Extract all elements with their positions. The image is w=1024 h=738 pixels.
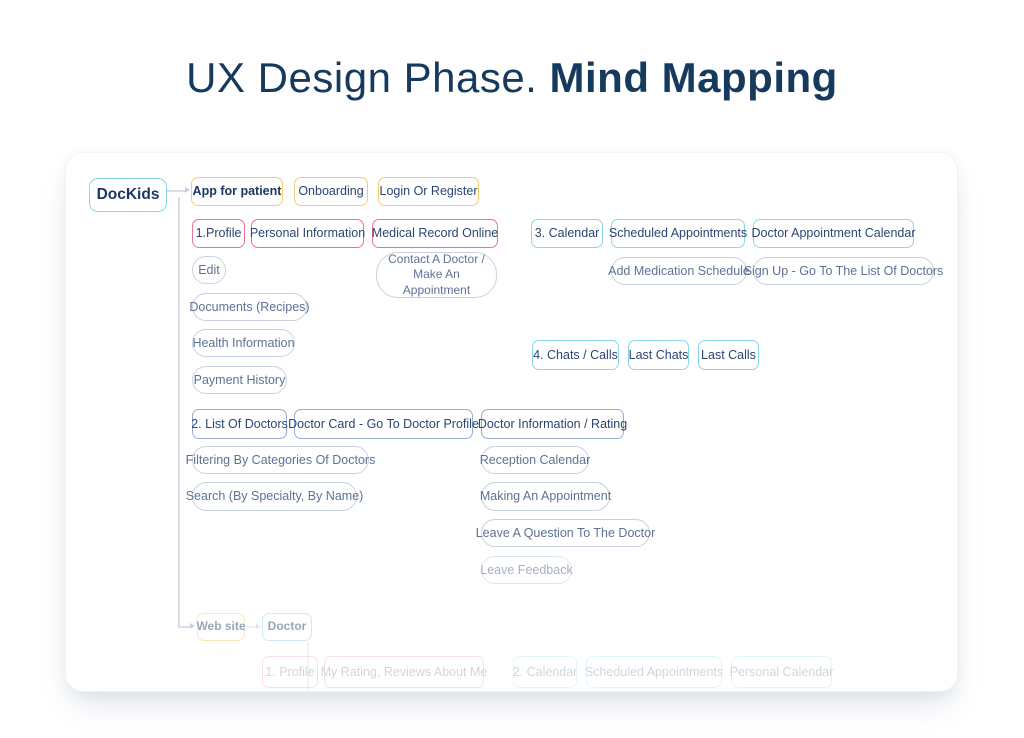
mindmap-node-doctor-appointment-calendar: Doctor Appointment Calendar: [752, 219, 916, 248]
mindmap-node-making-an-appointment: Making An Appointment: [480, 482, 611, 511]
mindmap-node-app-for-patient: App for patient: [191, 177, 283, 206]
arrowhead-website-to-doctor: [256, 623, 261, 629]
mindmap-node-documents-recipes: Documents (Recipes): [189, 293, 310, 321]
mindmap-node-search-by-specialty: Search (By Specialty, By Name): [186, 482, 363, 511]
page-title: UX Design Phase. Mind Mapping: [0, 54, 1024, 102]
mindmap-node-sign-up-list-of-doctors: Sign Up - Go To The List Of Doctors: [744, 257, 943, 285]
page-title-bold: Mind Mapping: [549, 54, 838, 101]
mindmap-canvas: DocKids App for patient Onboarding Login…: [65, 152, 958, 692]
mindmap-node-last-calls: Last Calls: [698, 340, 759, 370]
arrowhead-root-to-website: [190, 623, 195, 629]
mindmap-node-personal-information: Personal Information: [250, 219, 365, 248]
mindmap-node-health-information: Health Information: [192, 329, 295, 357]
connector-root-to-app: [167, 190, 186, 192]
mindmap-node-profile: 1.Profile: [192, 219, 245, 248]
connector-root-to-website: [178, 626, 192, 628]
mindmap-node-website-scheduled-appointments: Scheduled Appointments: [585, 656, 723, 688]
mindmap-node-website-calendar: 2. Calendar: [513, 656, 577, 688]
mindmap-node-leave-a-question: Leave A Question To The Doctor: [476, 519, 655, 547]
mindmap-node-list-of-doctors: 2. List Of Doctors: [191, 409, 288, 439]
mindmap-node-edit: Edit: [192, 256, 226, 284]
mindmap-node-dockids: DocKids: [89, 178, 167, 212]
mindmap-node-last-chats: Last Chats: [628, 340, 689, 370]
mindmap-node-doctor: Doctor: [262, 613, 312, 641]
mindmap-node-reception-calendar: Reception Calendar: [480, 446, 590, 474]
mindmap-node-calendar: 3. Calendar: [531, 219, 603, 248]
mindmap-node-payment-history: Payment History: [192, 366, 287, 394]
mindmap-node-chats-calls: 4. Chats / Calls: [532, 340, 619, 370]
mindmap-node-doctor-information-rating: Doctor Information / Rating: [478, 409, 627, 439]
page-title-regular: UX Design Phase.: [186, 54, 550, 101]
mindmap-node-medical-record-online: Medical Record Online: [372, 219, 498, 248]
connector-website-to-doctor: [247, 626, 258, 628]
mindmap-node-leave-feedback: Leave Feedback: [480, 556, 573, 584]
mindmap-node-add-medication-schedule: Add Medication Schedule: [608, 257, 750, 285]
mindmap-node-web-site: Web site: [196, 613, 246, 641]
mindmap-node-contact-a-doctor: Contact A Doctor / Make An Appointment: [376, 252, 497, 298]
mindmap-node-my-rating-reviews: My Rating, Reviews About Me: [321, 656, 487, 688]
mindmap-node-website-profile: 1. Profile: [262, 656, 318, 688]
mindmap-node-doctor-card: Doctor Card - Go To Doctor Profile: [288, 409, 479, 439]
mindmap-node-onboarding: Onboarding: [294, 177, 368, 206]
mindmap-node-login-or-register: Login Or Register: [378, 177, 479, 206]
mindmap-node-filtering-by-categories: Filtering By Categories Of Doctors: [186, 446, 375, 474]
mindmap-node-personal-calendar: Personal Calendar: [730, 656, 833, 688]
connector-website-down: [307, 641, 309, 691]
connector-root-down: [178, 197, 180, 627]
mindmap-node-scheduled-appointments: Scheduled Appointments: [609, 219, 747, 248]
arrowhead-root-to-app: [185, 187, 190, 193]
